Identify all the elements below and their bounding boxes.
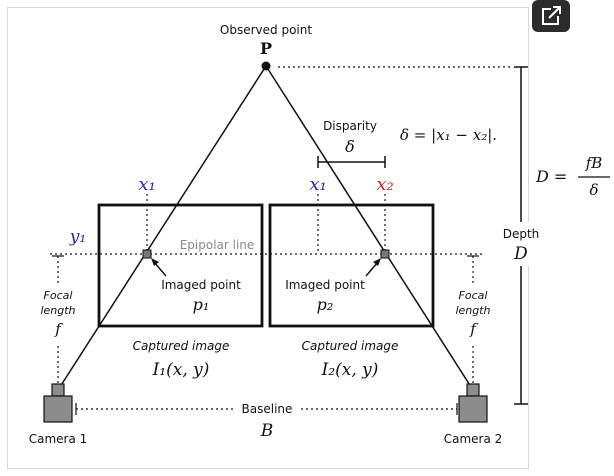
imaged-point-2-label: Imaged point — [285, 278, 365, 292]
image-plane-right — [268, 203, 435, 328]
depth-formula-lhs: D = — [535, 167, 567, 186]
ray-right — [265, 65, 474, 391]
focal-right-f: f — [469, 320, 478, 338]
baseline-label: Baseline — [242, 402, 293, 416]
epipolar-line-label: Epipolar line — [180, 238, 255, 252]
depth-symbol: D — [513, 244, 528, 264]
expand-button[interactable] — [532, 0, 570, 32]
camera-1-icon — [43, 383, 73, 423]
imaged-point-2-marker — [380, 249, 390, 259]
point-P-label: P — [260, 39, 272, 58]
epipolar-label-bg — [178, 238, 256, 252]
focal-right-label-1: Focal — [459, 289, 488, 302]
observed-point-label: Observed point — [220, 23, 312, 37]
captured-image-1-label: Captured image — [133, 339, 230, 353]
focal-left-label-1: Focal — [44, 289, 73, 302]
image-function-1: I₁(x, y) — [152, 360, 210, 380]
baseline-symbol: B — [260, 421, 274, 441]
disparity-label: Disparity — [323, 119, 377, 133]
focal-left-bg — [36, 286, 82, 344]
diagram-frame — [7, 7, 529, 469]
x1-left-label: x₁ — [138, 174, 155, 195]
depth-label: Depth — [503, 227, 540, 241]
p2-label: p₂ — [317, 295, 334, 314]
imaged-point-1-arrowhead — [151, 258, 159, 266]
depth-label-bg — [498, 222, 544, 266]
p1-label: p₁ — [193, 295, 210, 314]
focal-left-f: f — [54, 320, 63, 338]
image-plane-left — [97, 203, 264, 328]
imaged-point-1-label: Imaged point — [161, 278, 241, 292]
focal-right-label-2: length — [455, 304, 490, 317]
y1-label: y₁ — [69, 227, 86, 247]
ray-left — [57, 65, 267, 391]
camera-1-label: Camera 1 — [29, 432, 88, 446]
x2-label: x₂ — [376, 174, 393, 195]
depth-formula-numerator: fB — [585, 154, 603, 172]
x1-right-label: x₁ — [309, 174, 326, 195]
baseline-label-bg — [236, 401, 298, 417]
observed-point-dot — [261, 61, 271, 71]
focal-right-bg — [450, 286, 496, 344]
depth-formula-denominator: δ — [589, 181, 598, 199]
image-function-2: I₂(x, y) — [321, 360, 379, 380]
captured-image-2-label: Captured image — [302, 339, 399, 353]
camera-2-icon — [458, 383, 488, 423]
disparity-formula: δ = |x₁ − x₂|. — [400, 126, 497, 144]
focal-left-label-2: length — [40, 304, 75, 317]
imaged-point-2-arrowhead — [373, 258, 381, 266]
disparity-symbol: δ — [345, 137, 355, 156]
imaged-point-1-marker — [142, 249, 152, 259]
camera-2-label: Camera 2 — [444, 432, 503, 446]
expand-icon — [542, 5, 562, 25]
